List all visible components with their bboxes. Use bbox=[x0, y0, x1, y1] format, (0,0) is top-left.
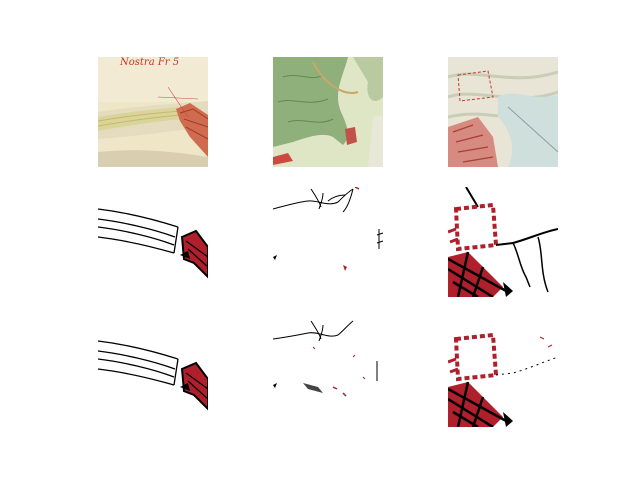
map-crop-2 bbox=[273, 57, 383, 167]
prediction-2 bbox=[273, 317, 383, 427]
mask-3-image bbox=[448, 187, 558, 297]
prediction-1-image bbox=[98, 317, 208, 427]
map-crop-2-image bbox=[273, 57, 383, 167]
map-crop-3 bbox=[448, 57, 558, 167]
map-crop-3-image bbox=[448, 57, 558, 167]
map-crop-1: Nostra Fr 5 bbox=[98, 57, 208, 167]
prediction-2-image bbox=[273, 317, 383, 427]
mask-3 bbox=[448, 187, 558, 297]
mask-1 bbox=[98, 187, 208, 297]
prediction-3 bbox=[448, 317, 558, 427]
mask-2 bbox=[273, 187, 383, 297]
map-handwriting: Nostra Fr 5 bbox=[119, 57, 179, 68]
prediction-1 bbox=[98, 317, 208, 427]
prediction-3-image bbox=[448, 317, 558, 427]
mask-1-image bbox=[98, 187, 208, 297]
mask-2-image bbox=[273, 187, 383, 297]
map-crop-1-image: Nostra Fr 5 bbox=[98, 57, 208, 167]
